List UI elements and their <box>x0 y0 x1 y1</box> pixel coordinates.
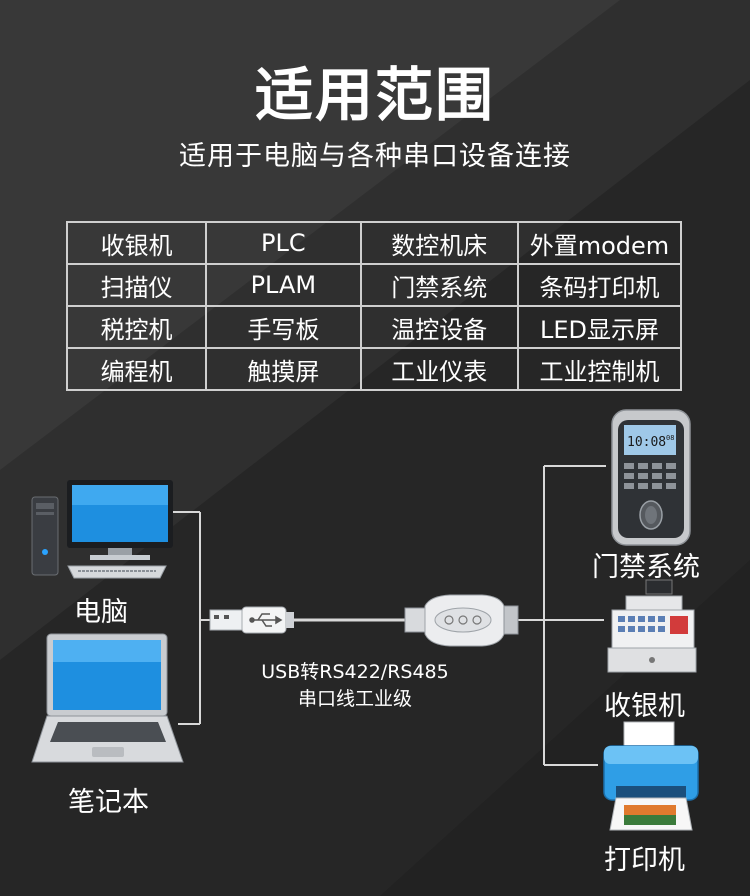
right-connector-lines <box>518 465 606 766</box>
table-row: 编程机 触摸屏 工业仪表 工业控制机 <box>65 347 683 391</box>
desktop-computer-icon <box>31 480 173 579</box>
table-cell: 扫描仪 <box>65 263 208 307</box>
table-cell: 税控机 <box>65 305 208 349</box>
table-cell: 温控设备 <box>359 305 519 349</box>
table-row: 扫描仪 PLAM 门禁系统 条码打印机 <box>65 263 683 307</box>
printer-label: 打印机 <box>604 845 685 876</box>
cable-title: USB转RS422/RS485 <box>261 661 449 683</box>
page-subtitle: 适用于电脑与各种串口设备连接 <box>179 141 571 172</box>
db9-connector-icon <box>404 594 519 647</box>
table-cell: 外置modem <box>516 221 683 265</box>
laptop-icon <box>31 633 184 763</box>
table-cell: 编程机 <box>65 347 208 391</box>
table-cell: 收银机 <box>65 221 208 265</box>
table-row: 收银机 PLC 数控机床 外置modem <box>65 221 683 265</box>
table-cell: 数控机床 <box>359 221 519 265</box>
desktop-label: 电脑 <box>74 597 128 628</box>
access-control-label: 门禁系统 <box>592 552 700 583</box>
printer-icon <box>603 721 699 831</box>
devices-table: 收银机 PLC 数控机床 外置modem 扫描仪 PLAM 门禁系统 条码打印机… <box>65 221 683 391</box>
cash-register-icon <box>607 579 697 673</box>
table-cell: 门禁系统 <box>359 263 519 307</box>
table-cell: 触摸屏 <box>205 347 362 391</box>
left-connector-lines <box>172 511 214 725</box>
cable-subtitle: 串口线工业级 <box>297 688 412 710</box>
table-cell: PLAM <box>205 263 362 307</box>
usb-connector-icon <box>209 606 410 634</box>
laptop-label: 笔记本 <box>68 787 149 818</box>
page-title: 适用范围 <box>254 61 495 129</box>
table-cell: 工业仪表 <box>359 347 519 391</box>
table-cell: PLC <box>205 221 362 265</box>
table-row: 税控机 手写板 温控设备 LED显示屏 <box>65 305 683 349</box>
table-cell: 工业控制机 <box>516 347 683 391</box>
table-cell: 手写板 <box>205 305 362 349</box>
cash-register-label: 收银机 <box>604 691 685 722</box>
access-screen-time: 10:08 <box>627 435 666 450</box>
usb-symbol-icon <box>249 613 283 627</box>
table-cell: 条码打印机 <box>516 263 683 307</box>
access-screen-seconds: 08 <box>666 434 674 442</box>
access-control-terminal-icon: 10:08 08 <box>611 409 691 546</box>
table-cell: LED显示屏 <box>516 305 683 349</box>
